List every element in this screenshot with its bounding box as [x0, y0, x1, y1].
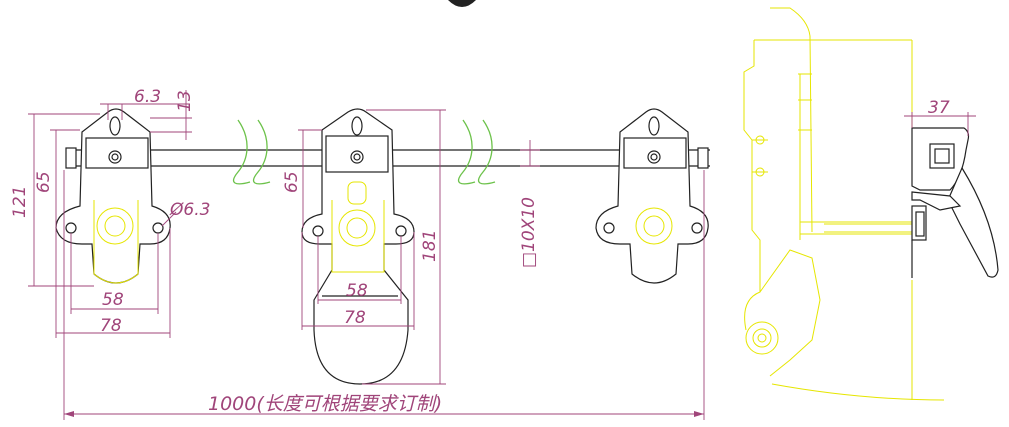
dim-78-left: 78 — [100, 316, 122, 336]
dim-121: 121 — [10, 186, 30, 218]
break-marks — [233, 119, 496, 185]
dim-bar-section: □10X10 — [519, 197, 539, 268]
dim-78-middle: 78 — [344, 308, 366, 328]
dim-65-left: 65 — [34, 171, 54, 193]
middle-latch — [301, 108, 415, 385]
front-view-dimensions — [28, 90, 705, 420]
top-edge-fragment — [448, 0, 476, 7]
dim-6-3: 6.3 — [134, 87, 161, 107]
dim-181: 181 — [420, 230, 440, 262]
side-view — [743, 7, 999, 401]
dim-58-left: 58 — [102, 290, 124, 310]
dim-hole-diameter: Ø6.3 — [169, 200, 210, 220]
dim-58-middle: 58 — [346, 281, 368, 301]
left-latch — [55, 108, 171, 284]
dim-13: 13 — [175, 90, 195, 112]
dim-65-middle: 65 — [282, 171, 302, 193]
dim-37: 37 — [928, 98, 950, 118]
dim-total-length: 1000(长度可根据要求订制) — [208, 393, 442, 415]
right-latch — [595, 108, 709, 284]
